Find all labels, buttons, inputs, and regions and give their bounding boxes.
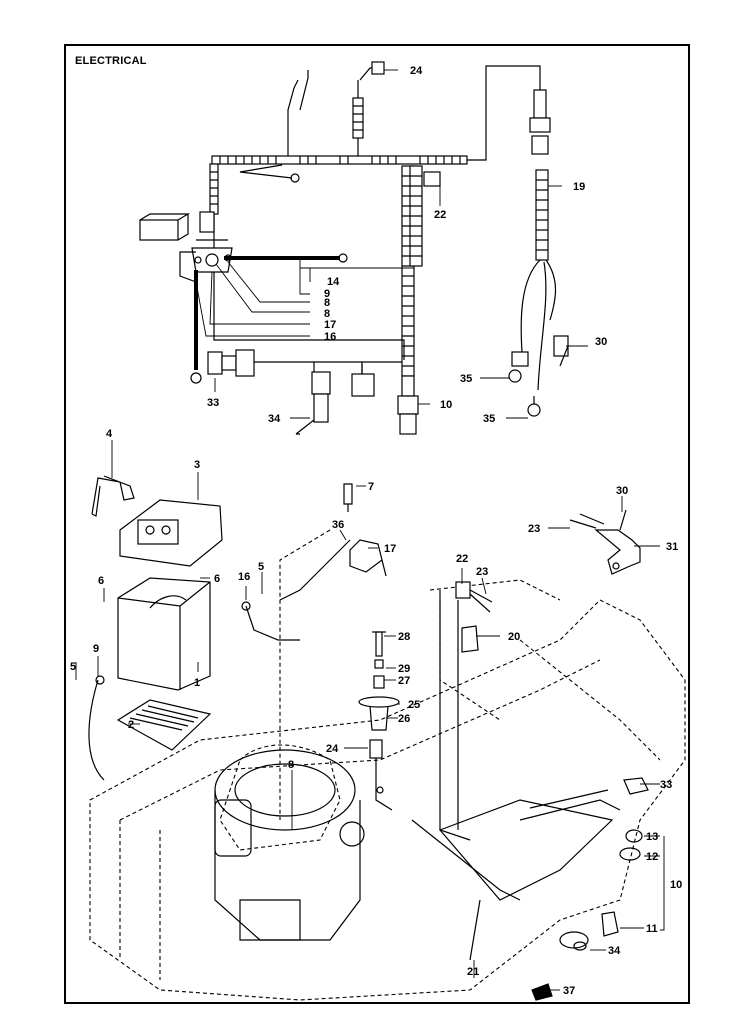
callout-13: 13 <box>646 831 658 843</box>
callout-2: 2 <box>128 719 134 731</box>
callout-29: 29 <box>398 663 410 675</box>
diagram-frame <box>64 44 690 1004</box>
dashboard-group <box>411 777 649 1001</box>
callout-23-center: 23 <box>476 566 488 578</box>
callout-16-lower: 16 <box>238 571 250 583</box>
stud-group <box>358 631 400 811</box>
callout-33-upper: 33 <box>207 397 219 409</box>
callout-22-lower: 22 <box>456 553 468 565</box>
callout-6-right: 6 <box>214 573 220 585</box>
callout-35-upper: 35 <box>460 373 472 385</box>
callout-28: 28 <box>398 631 410 643</box>
callout-11: 11 <box>646 923 658 935</box>
callout-21: 21 <box>467 966 479 978</box>
callout-10-lower: 10 <box>670 879 682 891</box>
battery-group <box>88 475 300 781</box>
callout-30-upper: 30 <box>595 336 607 348</box>
callout-10-upper: 10 <box>440 399 452 411</box>
callout-35-lower: 35 <box>483 413 495 425</box>
callout-24-upper: 24 <box>410 65 423 77</box>
leader-lines <box>75 69 665 991</box>
callout-19: 19 <box>573 181 585 193</box>
callout-8-upper-a: 8 <box>324 297 330 309</box>
callout-37: 37 <box>563 985 575 997</box>
callout-8-upper-b: 8 <box>324 308 330 320</box>
callout-3: 3 <box>194 459 200 471</box>
callout-6-left: 6 <box>98 575 104 587</box>
callout-24-lower: 24 <box>326 743 339 755</box>
callout-labels: 24 19 22 14 9 8 8 17 16 30 33 35 10 34 3… <box>70 65 682 997</box>
callout-5-right: 5 <box>258 561 264 573</box>
callout-14: 14 <box>327 276 340 288</box>
callout-17-lower: 17 <box>384 543 396 555</box>
callout-26: 26 <box>398 713 410 725</box>
switch-group <box>439 509 641 841</box>
callout-5-left: 5 <box>70 661 76 673</box>
callout-12: 12 <box>646 851 658 863</box>
callout-33-lower: 33 <box>660 779 672 791</box>
callout-31: 31 <box>666 541 678 553</box>
callout-1: 1 <box>194 677 200 689</box>
callout-23-right: 23 <box>528 523 540 535</box>
callout-30-lower: 30 <box>616 485 628 497</box>
callout-4: 4 <box>106 428 113 440</box>
callout-7: 7 <box>368 481 374 493</box>
wiring-harness <box>139 61 569 435</box>
callout-25: 25 <box>408 699 420 711</box>
callout-16-upper: 16 <box>324 331 336 343</box>
callout-20: 20 <box>508 631 520 643</box>
callout-34-lower: 34 <box>608 945 621 957</box>
starter-group <box>279 483 387 601</box>
callout-9-lower: 9 <box>93 643 99 655</box>
engine-outline <box>214 749 365 941</box>
callout-17-upper: 17 <box>324 319 336 331</box>
callout-34-upper: 34 <box>268 413 281 425</box>
callout-27: 27 <box>398 675 410 687</box>
diagram-title: ELECTRICAL <box>75 55 147 67</box>
callout-8-lower: 8 <box>288 759 294 771</box>
callout-36: 36 <box>332 519 344 531</box>
callout-22-upper: 22 <box>434 209 446 221</box>
callout-9-upper: 9 <box>324 288 330 300</box>
